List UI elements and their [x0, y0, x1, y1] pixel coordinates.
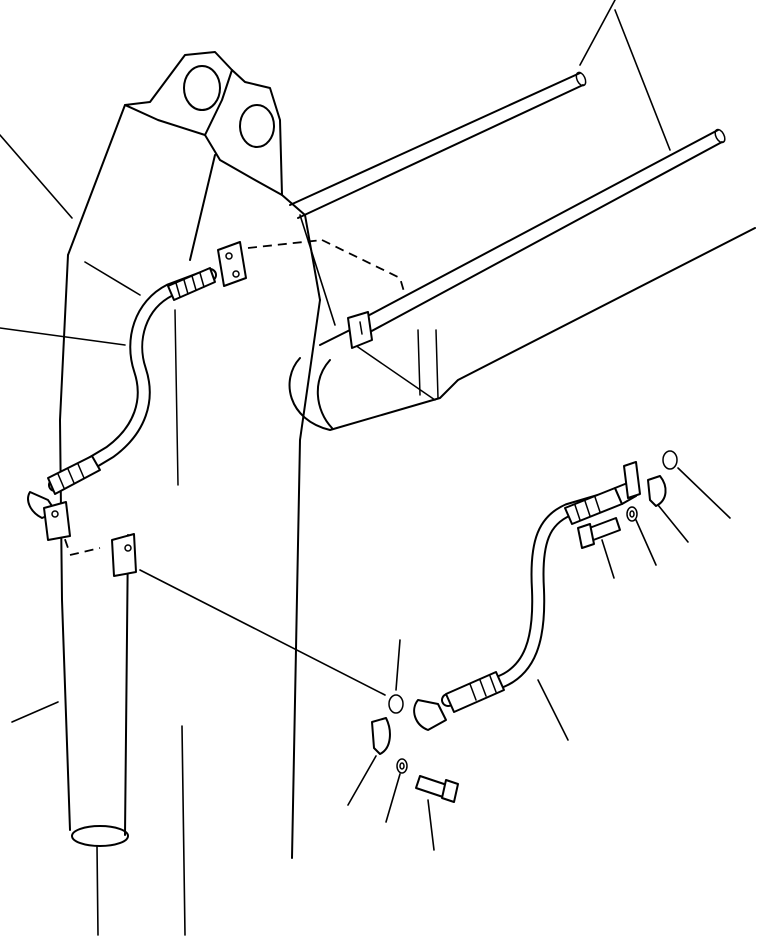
leader-line-8	[677, 467, 731, 519]
pin-boss-left	[183, 65, 221, 111]
tube-end-block	[347, 311, 373, 349]
callout-leader-lines	[0, 0, 731, 936]
bolt-bottom	[415, 775, 459, 803]
leader-line-13	[395, 639, 401, 691]
leader-line-15	[385, 773, 401, 823]
installed-hose-fitting-top	[167, 267, 216, 301]
arm-bottom-end	[71, 825, 129, 847]
leader-line-18	[181, 725, 186, 936]
leader-line-9	[657, 504, 689, 543]
exploded-elbow-bottom	[413, 699, 447, 731]
exploded-hose-fitting-top	[564, 481, 637, 525]
phantom-lines	[59, 239, 406, 556]
leader-line-1	[0, 134, 73, 219]
leader-line-4	[579, 0, 616, 66]
leader-line-2	[84, 261, 141, 296]
leader-line-12	[537, 679, 569, 741]
bolt-top	[577, 517, 621, 549]
split-flange-half-top	[647, 475, 667, 507]
o-ring-bottom	[388, 694, 404, 714]
installed-hose-fitting-bottom	[47, 455, 101, 495]
leader-line-5	[614, 9, 671, 151]
leader-line-16	[427, 799, 435, 851]
installed-flange-bottom	[43, 501, 71, 541]
split-flange-half-bottom	[371, 717, 391, 755]
leader-line-19	[96, 845, 99, 936]
leader-line-7	[139, 569, 386, 696]
washer-bottom	[396, 758, 408, 774]
tube-lower	[359, 128, 726, 334]
installed-hose	[48, 268, 217, 492]
leader-line-17	[11, 701, 59, 723]
tube-upper	[289, 71, 587, 219]
exploded-hose	[441, 490, 619, 707]
leader-line-11	[601, 539, 615, 579]
o-ring-top	[662, 450, 678, 470]
washer-top	[626, 506, 638, 522]
leader-line-10	[635, 519, 657, 566]
flange-clamp-top	[623, 461, 641, 499]
installed-mount-block	[111, 533, 137, 577]
cross-tube	[288, 227, 756, 431]
exploded-hose-fitting-bottom	[445, 671, 505, 713]
pin-boss-right	[239, 104, 275, 148]
leader-line-6	[299, 214, 336, 326]
leader-line-3	[0, 327, 126, 346]
installed-flange-top	[217, 241, 247, 287]
leader-line-14	[347, 755, 377, 806]
